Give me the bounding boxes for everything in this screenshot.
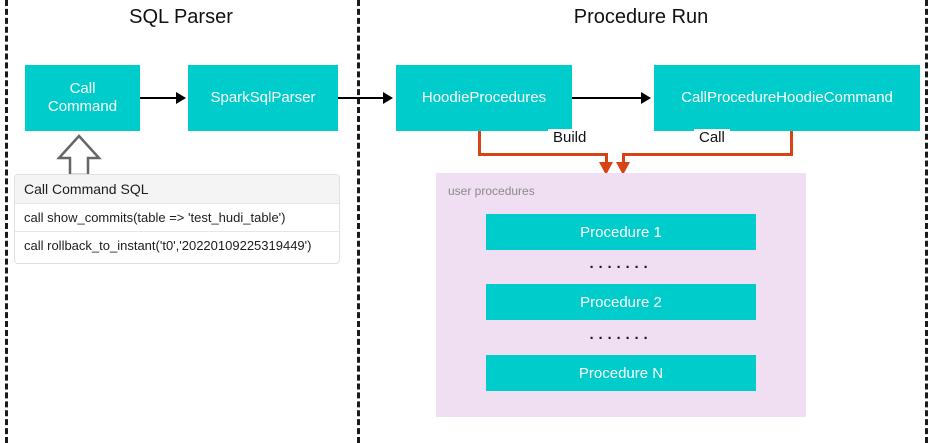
procedure-ellipsis-2: ······· bbox=[589, 330, 653, 347]
procedure-box-2[interactable]: Procedure 2 bbox=[486, 284, 756, 320]
arrow-head-hoodie-to-callprocedure bbox=[641, 92, 651, 104]
node-hoodie-procedures[interactable]: HoodieProcedures bbox=[396, 65, 572, 131]
user-procedures-label: user procedures bbox=[448, 184, 535, 198]
edge-label-build: Build bbox=[548, 129, 592, 146]
procedure-box-1[interactable]: Procedure 1 bbox=[486, 214, 756, 250]
arrow-head-call-to-parser bbox=[176, 92, 186, 104]
procedure-ellipsis-1: ······· bbox=[589, 259, 653, 276]
orange-build-vertical-from-node bbox=[478, 131, 481, 155]
orange-build-vertical-to-arrow bbox=[605, 153, 608, 170]
node-call-command-line1: Call bbox=[69, 80, 96, 98]
arrow-head-parser-to-hoodie bbox=[383, 92, 393, 104]
block-arrow-up-icon bbox=[56, 134, 102, 176]
orange-call-vertical-from-node bbox=[790, 131, 793, 155]
sql-table-row-show-commits: call show_commits(table => 'test_hudi_ta… bbox=[15, 204, 339, 232]
node-spark-sql-parser[interactable]: SparkSqlParser bbox=[188, 65, 338, 131]
divider-left bbox=[5, 0, 8, 443]
node-call-command-line2: Command bbox=[47, 98, 118, 115]
node-call-procedure-hoodie-command[interactable]: CallProcedureHoodieCommand bbox=[654, 65, 920, 131]
procedure-box-n[interactable]: Procedure N bbox=[486, 355, 756, 391]
orange-call-vertical-to-arrow bbox=[622, 153, 625, 170]
arrow-line-hoodie-to-callprocedure bbox=[572, 97, 642, 99]
orange-build-arrowhead bbox=[599, 162, 613, 175]
orange-build-horizontal bbox=[478, 153, 608, 156]
divider-right bbox=[925, 0, 928, 443]
arrow-line-call-to-parser bbox=[140, 97, 178, 99]
orange-call-horizontal bbox=[622, 153, 793, 156]
sql-table-header: Call Command SQL bbox=[15, 175, 339, 204]
arrow-line-parser-to-hoodie bbox=[338, 97, 384, 99]
section-title-procedure-run: Procedure Run bbox=[573, 6, 709, 28]
divider-middle bbox=[357, 0, 360, 443]
section-title-sql-parser: SQL Parser bbox=[129, 6, 233, 28]
orange-call-arrowhead bbox=[616, 162, 630, 175]
node-call-command[interactable]: Call Command bbox=[25, 65, 140, 131]
sql-table-row-rollback-to-instant: call rollback_to_instant('t0','202201092… bbox=[15, 232, 339, 259]
edge-label-call: Call bbox=[694, 129, 730, 146]
sql-table: Call Command SQL call show_commits(table… bbox=[14, 174, 340, 264]
